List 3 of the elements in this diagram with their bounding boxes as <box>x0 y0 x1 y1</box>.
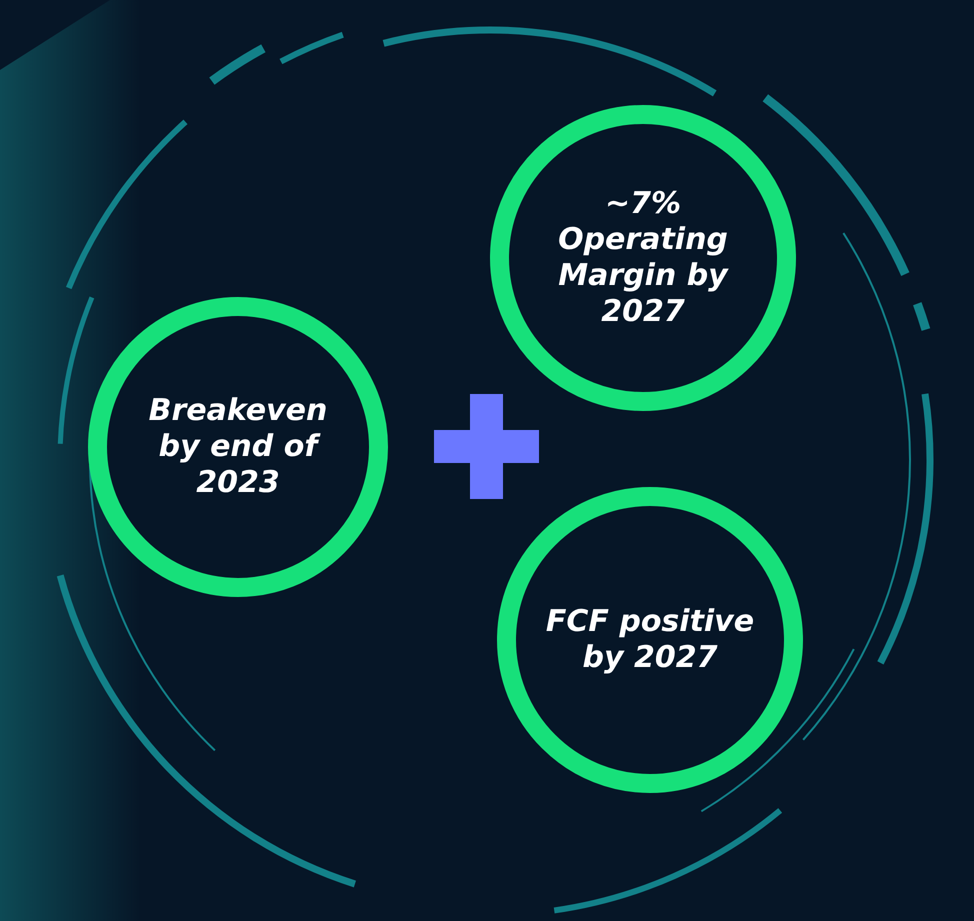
goal-text: Breakeven by end of 2023 <box>148 393 328 501</box>
goal-text: ~7% Operating Margin by 2027 <box>557 186 730 330</box>
goal-text: FCF positive by 2027 <box>544 604 756 676</box>
